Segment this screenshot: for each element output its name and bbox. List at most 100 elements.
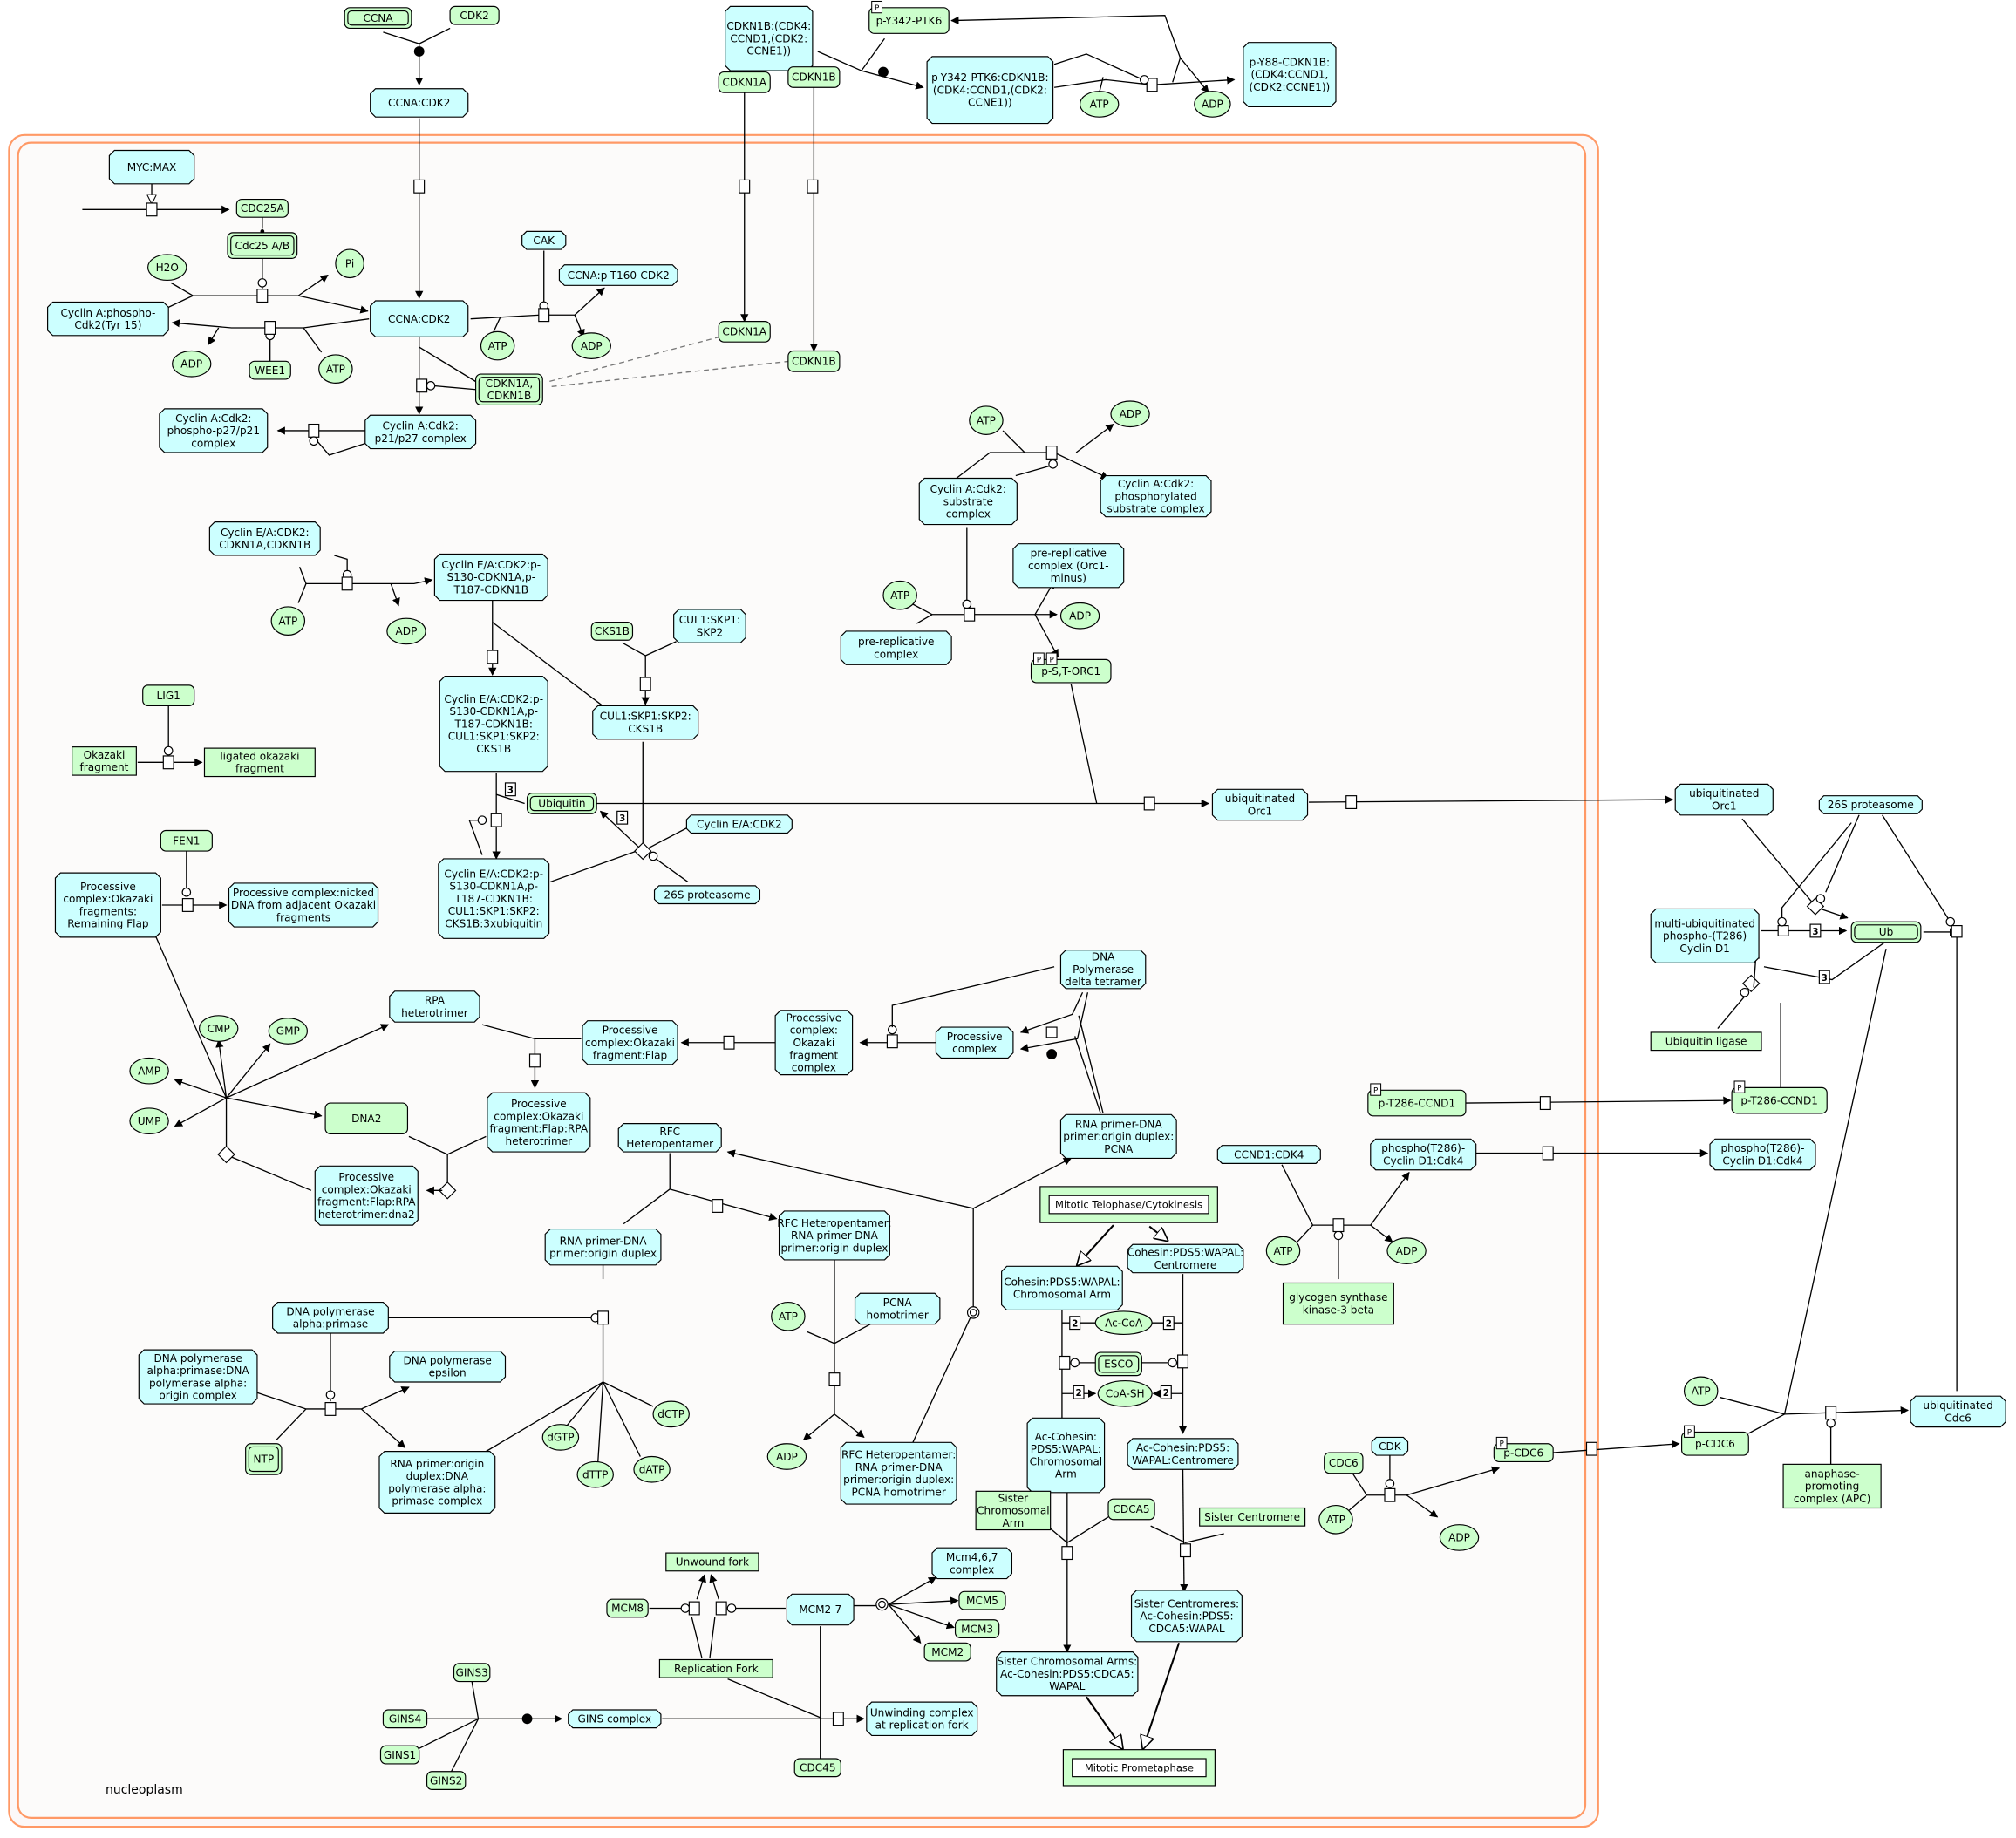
node-phospho-cd1-cdk4-in[interactable]: phospho(T286)-Cyclin D1:Cdk4 [1370,1138,1477,1171]
reaction-node[interactable] [324,1402,337,1416]
node-cyclin-a-phospho[interactable]: Cyclin A:phospho-Cdk2(Tyr 15) [47,301,169,337]
node-cdk[interactable]: CDK [1371,1436,1409,1456]
reaction-node[interactable] [1146,78,1158,92]
node-ntp[interactable]: NTP [245,1443,283,1475]
reaction-node[interactable] [1345,795,1358,810]
node-cdkn1b-mid[interactable]: CDKN1B [787,350,841,372]
association-node[interactable] [413,46,425,57]
node-h2o[interactable]: H2O [147,254,187,282]
node-atp-1[interactable]: ATP [318,354,353,384]
node-proteasome-26s-1[interactable]: 26S proteasome [653,885,761,905]
node-cks1b[interactable]: CKS1B [590,622,634,641]
node-ub[interactable]: Ub [1850,921,1922,943]
node-dctp[interactable]: dCTP [652,1400,690,1428]
node-proteasome-26s-2[interactable]: 26S proteasome [1818,795,1923,814]
reaction-node[interactable] [341,576,353,591]
node-cdk2[interactable]: CDK2 [449,5,500,25]
node-pi[interactable]: Pi [335,248,364,279]
reaction-node[interactable] [739,179,751,194]
binding-node[interactable] [878,66,889,78]
node-sister-centromere[interactable]: Sister Centromere [1199,1507,1306,1527]
node-ccnd1-cdk4[interactable]: CCND1:CDK4 [1216,1145,1321,1164]
node-cyclin-ea-cdkn[interactable]: Cyclin E/A:CDK2:CDKN1A,CDKN1B [208,521,321,556]
node-cdkn1a-mid[interactable]: CDKN1A [718,321,771,343]
omitted-process-node[interactable] [1951,924,1963,938]
reaction-node[interactable] [715,1601,727,1616]
node-atp-5[interactable]: ATP [270,606,306,636]
node-ccna-cdk2-top[interactable]: CCNA:CDK2 [370,88,469,118]
node-cyclin-ea-cdk2[interactable]: Cyclin E/A:CDK2 [685,814,793,834]
node-cohesin-arm[interactable]: Cohesin:PDS5:WAPAL:Chromosomal Arm [1001,1265,1123,1311]
node-phospho-cd1-cdk4-out[interactable]: phospho(T286)-Cyclin D1:Cdk4 [1709,1138,1816,1171]
node-coa-sh[interactable]: CoA-SH [1097,1379,1153,1407]
node-adp-4[interactable]: ADP [1059,602,1100,630]
reaction-node[interactable] [639,677,651,691]
reaction-node[interactable] [1585,1441,1597,1456]
reaction-node[interactable] [181,898,194,912]
node-ubiquitin-ligase[interactable]: Ubiquitin ligase [1650,1031,1762,1052]
node-cyclin-a-p21p27[interactable]: Cyclin A:Cdk2:p21/p27 complex [364,414,477,450]
node-cdkn1b-cdk4-ccnd1[interactable]: CDKN1B:(CDK4:CCND1,(CDK2:CCNE1)) [725,5,814,71]
reaction-node[interactable] [416,378,428,393]
node-cohesin-centromere[interactable]: Cohesin:PDS5:WAPAL:Centromere [1127,1243,1244,1274]
node-lig1[interactable]: LIG1 [142,684,195,707]
node-adp-1[interactable]: ADP [172,350,212,378]
node-adp-7[interactable]: ADP [766,1443,807,1470]
reaction-node[interactable] [487,650,499,664]
node-sister-centromeres-complex[interactable]: Sister Centromeres:Ac-Cohesin:PDS5:CDCA5… [1130,1590,1243,1643]
node-atp-9[interactable]: ATP [1683,1376,1719,1406]
node-atp-7[interactable]: ATP [771,1301,806,1331]
node-cyclin-ea-p[interactable]: Cyclin E/A:CDK2:p-S130-CDKN1A,p-T187-CDK… [433,553,548,602]
reaction-node[interactable] [162,755,174,770]
node-replication-fork[interactable]: Replication Fork [658,1658,773,1678]
omitted-process-node[interactable] [1045,1026,1058,1038]
node-dttp[interactable]: dTTP [576,1460,614,1488]
reaction-node[interactable] [1332,1218,1345,1233]
reaction-node[interactable] [712,1199,724,1213]
node-gmp[interactable]: GMP [268,1018,309,1045]
node-cyclin-ea-ub[interactable]: Cyclin E/A:CDK2:p-S130-CDKN1A,p-T187-CDK… [438,858,550,939]
reaction-node[interactable] [828,1372,841,1387]
reaction-node[interactable] [1061,1546,1073,1561]
node-cul1-cks1b[interactable]: CUL1:SKP1:SKP2:CKS1B [592,705,699,740]
node-sister-arms-complex[interactable]: Sister Chromosomal Arms:Ac-Cohesin:PDS5:… [996,1651,1139,1697]
node-ac-coa[interactable]: Ac-CoA [1094,1310,1153,1336]
reaction-node[interactable] [256,289,269,303]
transcription-node[interactable] [146,202,158,217]
node-mcm2-7[interactable]: MCM2-7 [786,1593,855,1626]
reaction-node[interactable] [1825,1406,1837,1420]
node-cdc25a[interactable]: CDC25A [235,198,289,218]
reaction-node[interactable] [832,1712,844,1726]
omitted-process-node[interactable] [634,841,652,861]
reaction-node[interactable] [490,813,502,827]
reaction-node[interactable] [528,1053,541,1068]
node-mcm3[interactable]: MCM3 [954,1619,1000,1639]
node-atp-4[interactable]: ATP [882,580,917,610]
node-mitotic-telophase[interactable]: Mitotic Telophase/Cytokinesis [1039,1186,1218,1223]
node-adp-8[interactable]: ADP [1439,1524,1480,1551]
node-ccna[interactable]: CCNA [344,7,412,30]
node-adp-6[interactable]: ADP [1386,1237,1427,1264]
reaction-node[interactable] [1542,1146,1554,1161]
transport-node[interactable] [413,179,426,194]
node-adp-top[interactable]: ADP [1194,91,1231,118]
omitted-process-node[interactable] [217,1145,235,1164]
